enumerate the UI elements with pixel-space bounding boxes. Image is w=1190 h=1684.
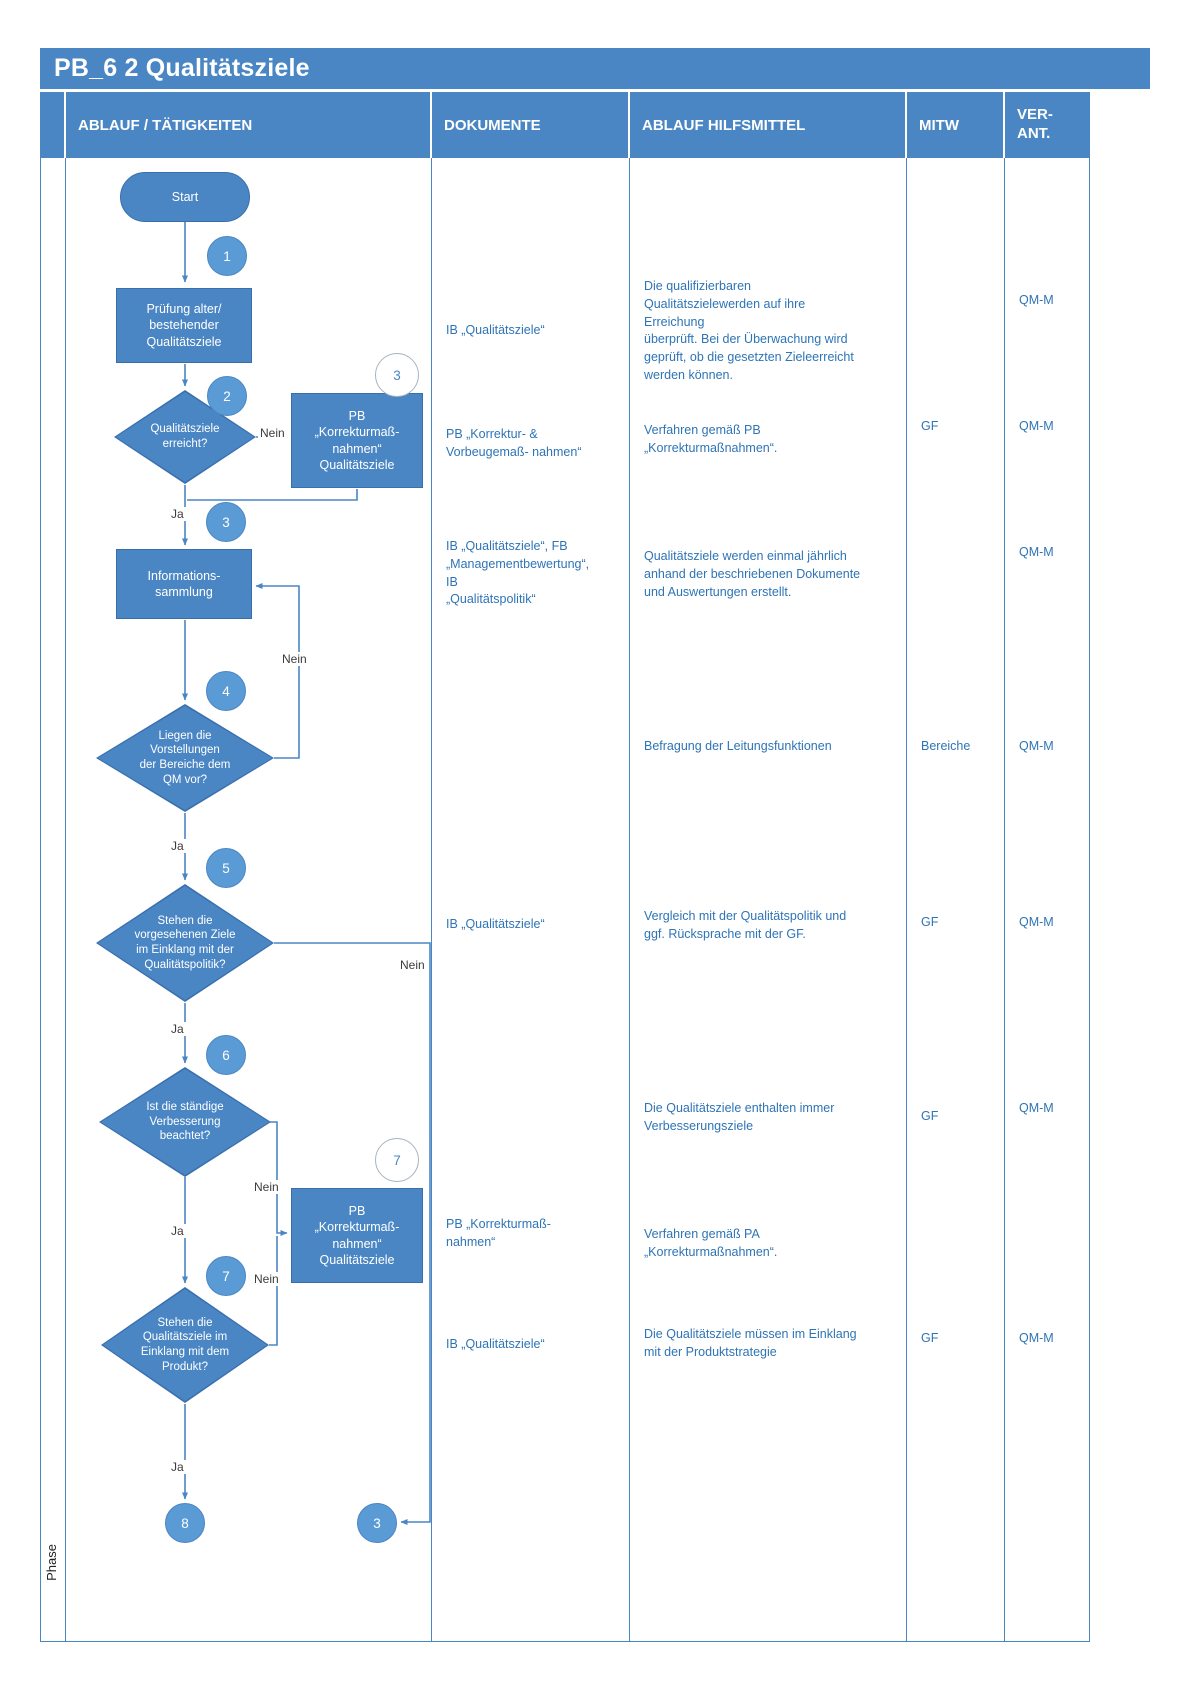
title-bar: PB_6 2 Qualitätsziele (40, 48, 1150, 89)
step-circle-6: 6 (206, 1035, 246, 1075)
mitw-entry: GF (921, 915, 939, 929)
header-ablauf: ABLAUF / TÄTIGKEITEN (64, 92, 430, 158)
dokumente-column: IB „Qualitätsziele“ PB „Korrektur- & Vor… (431, 158, 629, 1641)
header-verantwortung: VER- ANT. (1003, 92, 1090, 158)
hilfsmittel-entry: Verfahren gemäß PB „Korrekturmaßnahmen“. (644, 423, 778, 455)
hilfsmittel-column: Die qualifizierbaren Qualitätszielewerde… (629, 158, 906, 1641)
hilfsmittel-entry: Die Qualitätsziele müssen im Einklang mi… (644, 1327, 857, 1359)
hilfsmittel-entry: Vergleich mit der Qualitätspolitik und g… (644, 909, 847, 941)
flow-start-node: Start (120, 172, 250, 222)
hilfsmittel-entry: Befragung der Leitungsfunktionen (644, 739, 832, 753)
dokument-entry: IB „Qualitätsziele“ (446, 323, 545, 337)
hilfsmittel-entry: Qualitätsziele werden einmal jährlich an… (644, 549, 861, 599)
mitw-column: GF Bereiche GF GF GF (906, 158, 1004, 1641)
step-circle-8: 8 (165, 1503, 205, 1543)
step-circle-4: 4 (206, 671, 246, 711)
verantwortung-entry: QM-M (1019, 419, 1054, 433)
mitw-entry: GF (921, 419, 939, 433)
phase-label: Phase (44, 1544, 59, 1581)
step-circle-1: 1 (207, 236, 247, 276)
hilfsmittel-entry: Verfahren gemäß PA „Korrekturmaßnahmen“. (644, 1227, 778, 1259)
dokument-entry: IB „Qualitätsziele“ (446, 1337, 545, 1351)
flow-decision-vorstellungen-label: Liegen die Vorstellungen der Bereiche de… (139, 729, 231, 786)
flow-process-pruefung: Prüfung alter/ bestehender Qualitätsziel… (116, 288, 252, 363)
header-dokumente: DOKUMENTE (430, 92, 628, 158)
flow-decision-verbesserung-label: Ist die ständige Verbesserung beachtet? (146, 1100, 224, 1143)
verantwortung-entry: QM-M (1019, 739, 1054, 753)
flowchart-column: Start Prüfung alter/ bestehender Qualitä… (65, 158, 431, 1641)
verantwortung-entry: QM-M (1019, 1101, 1054, 1115)
header-phase (40, 92, 64, 158)
dokument-entry: IB „Qualitätsziele“, FB „Managementbewer… (446, 539, 590, 607)
flow-decision-produkt-label: Stehen die Qualitätsziele im Einklang mi… (140, 1316, 230, 1373)
edge-label-nein-1: Nein (258, 426, 287, 440)
hilfsmittel-entry: Die qualifizierbaren Qualitätszielewerde… (644, 279, 854, 382)
edge-label-nein-4: Nein (252, 1180, 281, 1194)
dokument-entry: PB „Korrekturmaß- nahmen“ (446, 1217, 551, 1249)
edge-label-nein-5: Nein (252, 1272, 281, 1286)
flow-decision-qualitaetspolitik-label: Stehen die vorgesehenen Ziele im Einklan… (134, 914, 236, 971)
ref-circle-3: 3 (375, 353, 419, 397)
dokument-entry: PB „Korrektur- & Vorbeugemaß- nahmen“ (446, 427, 582, 459)
header-hilfsmittel: ABLAUF HILFSMITTEL (628, 92, 905, 158)
table-body: Phase (40, 158, 1090, 1642)
header-verantwortung-line2: ANT. (1017, 125, 1051, 142)
step-circle-2: 2 (207, 376, 247, 416)
step-circle-7: 7 (206, 1256, 246, 1296)
verantwortung-entry: QM-M (1019, 915, 1054, 929)
header-verantwortung-line1: VER- (1017, 106, 1053, 124)
connector-circle-3-bottom: 3 (357, 1503, 397, 1543)
edge-label-nein-3: Nein (398, 958, 427, 972)
page-title: PB_6 2 Qualitätsziele (54, 54, 310, 82)
flow-process-informationssammlung: Informations- sammlung (116, 549, 252, 619)
process-table: ABLAUF / TÄTIGKEITEN DOKUMENTE ABLAUF HI… (40, 92, 1090, 1642)
edge-label-ja-2: Ja (169, 839, 186, 853)
verantwortung-entry: QM-M (1019, 545, 1054, 559)
step-circle-3: 3 (206, 502, 246, 542)
verantwortung-column: QM-M QM-M QM-M QM-M QM-M QM-M QM-M (1004, 158, 1089, 1641)
flow-box-korrekturmassnahmen-1: PB „Korrekturmaß- nahmen“ Qualitätsziele (291, 393, 423, 488)
ref-circle-7: 7 (375, 1138, 419, 1182)
mitw-entry: Bereiche (921, 739, 971, 753)
step-circle-5: 5 (206, 848, 246, 888)
hilfsmittel-entry: Die Qualitätsziele enthalten immer Verbe… (644, 1101, 835, 1133)
edge-label-ja-1: Ja (169, 507, 186, 521)
edge-label-ja-3: Ja (169, 1022, 186, 1036)
header-mitw: MITW (905, 92, 1003, 158)
edge-label-nein-2: Nein (280, 652, 309, 666)
edge-label-ja-4: Ja (169, 1224, 186, 1238)
dokument-entry: IB „Qualitätsziele“ (446, 917, 545, 931)
flow-decision-erreicht-label: Qualitätsziele erreicht? (150, 423, 220, 450)
phase-column: Phase (41, 158, 65, 1641)
verantwortung-entry: QM-M (1019, 1331, 1054, 1345)
table-header-row: ABLAUF / TÄTIGKEITEN DOKUMENTE ABLAUF HI… (40, 92, 1090, 158)
edge-label-ja-5: Ja (169, 1460, 186, 1474)
mitw-entry: GF (921, 1109, 939, 1123)
flow-box-korrekturmassnahmen-2: PB „Korrekturmaß- nahmen“ Qualitätsziele (291, 1188, 423, 1283)
verantwortung-entry: QM-M (1019, 293, 1054, 307)
mitw-entry: GF (921, 1331, 939, 1345)
